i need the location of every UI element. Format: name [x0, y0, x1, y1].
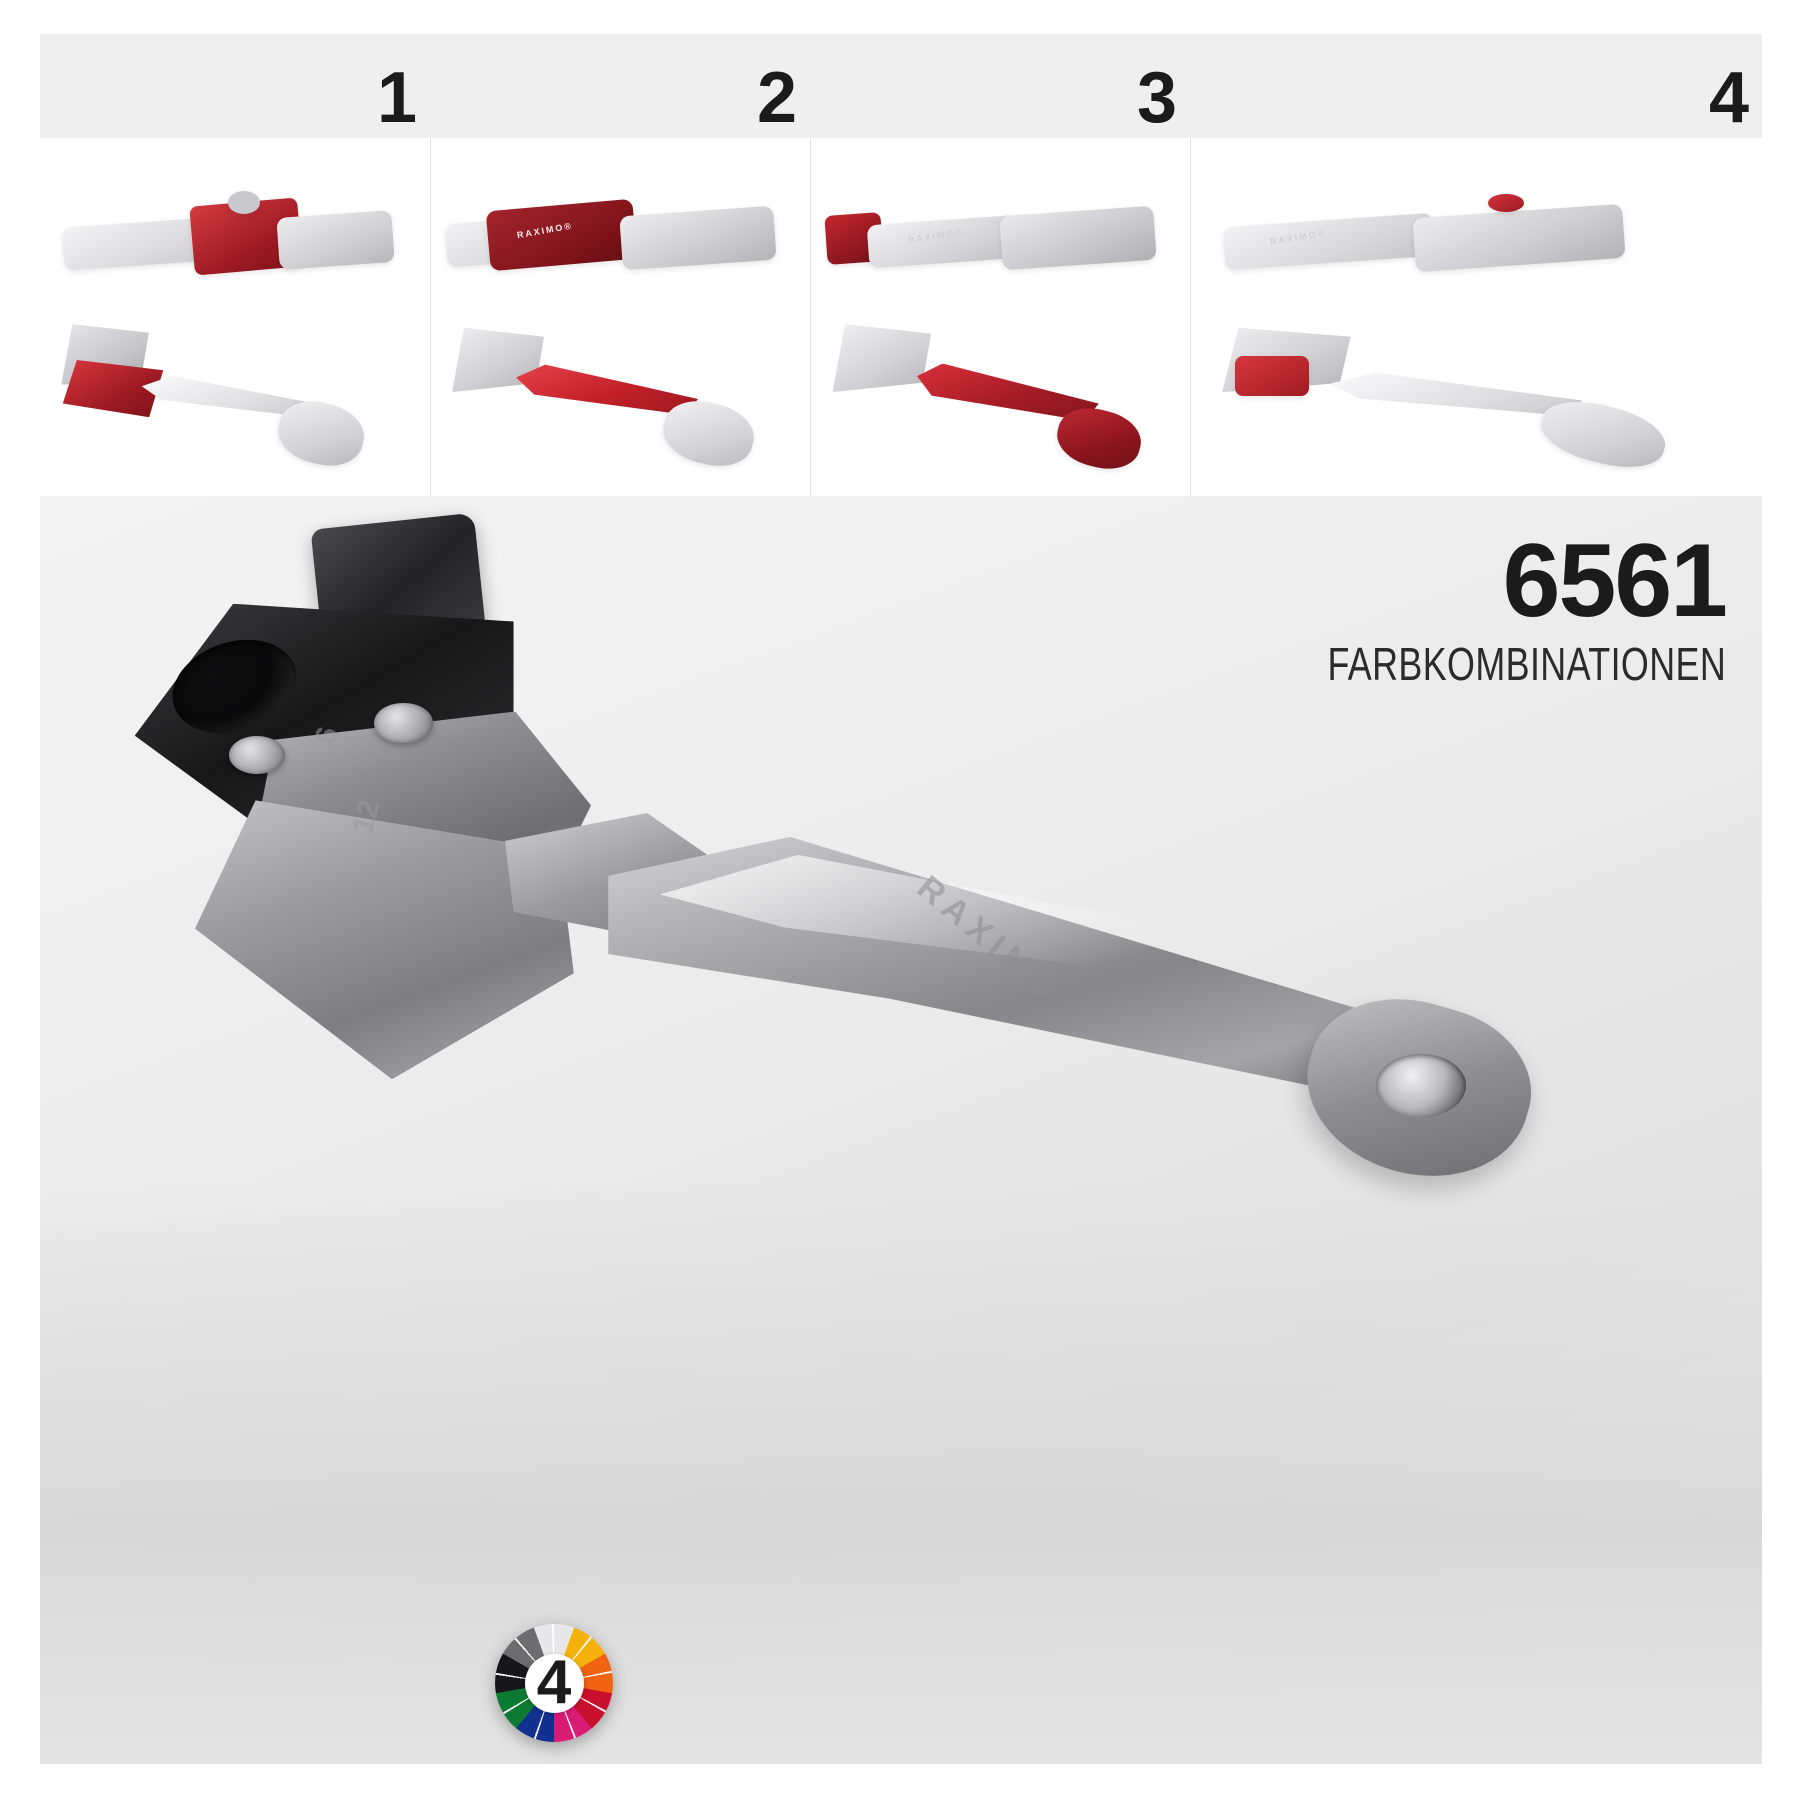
variant-column-3[interactable]: 3 RAXIMO®	[810, 34, 1191, 496]
variant-photo-3: RAXIMO®	[810, 138, 1191, 496]
adjuster-screw-left	[229, 735, 285, 774]
mini-lever-top-2: RAXIMO®	[444, 174, 796, 317]
variant-number-4: 4	[1708, 58, 1749, 138]
variant-header-3: 3	[810, 34, 1190, 138]
brand-mark-mini-4: RAXIMO®	[1269, 227, 1328, 247]
mini-lever-bottom-3	[826, 310, 1176, 489]
mini-lever-bottom-1	[56, 310, 415, 489]
mini-lever-top-4: RAXIMO®	[1214, 174, 1740, 317]
lever-tip-bore	[1376, 1053, 1466, 1118]
brand-mark-mini-3: RAXIMO®	[907, 226, 965, 245]
mini-lever-bottom-2	[446, 310, 796, 489]
mini-lever-bottom-4	[1214, 310, 1740, 489]
variant-number-2: 2	[756, 58, 797, 138]
lever-assembly-render: 6 12 RAXIMO	[40, 496, 1762, 1764]
mini-lever-top-3: RAXIMO®	[824, 174, 1176, 317]
variant-header-4: 4	[1190, 34, 1762, 138]
variant-photo-1	[40, 138, 430, 496]
mini-lever-top-1	[56, 174, 415, 317]
hero-panel: 6561 FARBKOMBINATIONEN 6 12 RAXIMO	[40, 496, 1762, 1764]
variant-photo-2: RAXIMO®	[430, 138, 811, 496]
color-badge-label-4: 4	[536, 1647, 572, 1717]
color-badge-hub-4: 4	[524, 1647, 584, 1717]
variant-column-4[interactable]: 4 RAXIMO®	[1190, 34, 1763, 496]
color-badge-4[interactable]: 4	[495, 1624, 613, 1742]
variant-column-1[interactable]: 1	[40, 34, 430, 496]
brand-mark-mini-2: RAXIMO®	[516, 221, 575, 241]
variant-strip: 1 2	[40, 34, 1763, 496]
adjuster-screw-right	[374, 702, 433, 744]
variant-column-2[interactable]: 2 RAXIMO®	[430, 34, 811, 496]
variant-header-1: 1	[40, 34, 430, 138]
hero-floor-gradient	[40, 1180, 1762, 1764]
hero-title-block: 6561 FARBKOMBINATIONEN	[1215, 523, 1728, 691]
variant-photo-4: RAXIMO®	[1190, 138, 1763, 496]
variant-header-2: 2	[430, 34, 810, 138]
variant-number-1: 1	[376, 58, 417, 138]
variant-number-3: 3	[1136, 58, 1177, 138]
product-subtitle: FARBKOMBINATIONEN	[1327, 637, 1726, 690]
product-sku: 6561	[1502, 523, 1728, 639]
